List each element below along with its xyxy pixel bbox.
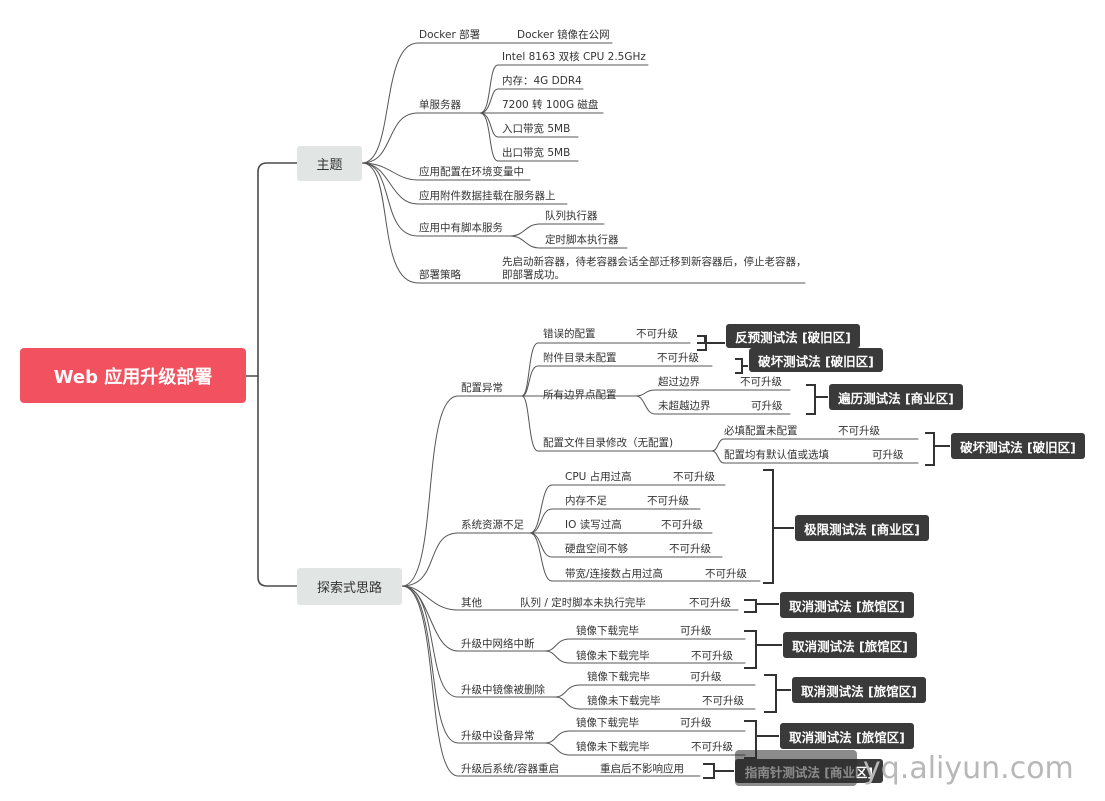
- node-disk: 7200 转 100G 磁盘: [502, 99, 599, 111]
- branch-explore-label: 探索式思路: [316, 581, 382, 596]
- node-inbound: 入口带宽 5MB: [502, 123, 571, 135]
- result-wrong-config: 不可升级: [636, 328, 678, 340]
- node-outbound: 出口带宽 5MB: [502, 147, 571, 159]
- result-image-done-1: 可升级: [680, 625, 712, 637]
- result-queue-unfinished: 不可升级: [689, 597, 731, 609]
- node-image-not-done-3: 镜像未下载完毕: [576, 741, 650, 753]
- root-label: Web 应用升级部署: [53, 366, 213, 388]
- tag-method-7[interactable]: 取消测试法 [旅馆区]: [783, 632, 917, 658]
- node-single-server: 单服务器: [419, 99, 461, 111]
- branch-explore[interactable]: 探索式思路: [297, 568, 402, 605]
- node-image-not-done-1: 镜像未下载完毕: [576, 650, 650, 662]
- result-image-not-done-3: 不可升级: [691, 741, 733, 753]
- tag-method-4[interactable]: 破坏测试法 [破旧区]: [951, 433, 1085, 459]
- node-device-error: 升级中设备异常: [461, 730, 535, 742]
- node-attach-dir: 附件目录未配置: [543, 352, 617, 364]
- node-mem-low: 内存不足: [565, 495, 607, 507]
- watermark: yq.aliyun.com: [735, 748, 1074, 788]
- node-env-config: 应用配置在环境变量中: [419, 166, 524, 178]
- node-required-missing: 必填配置未配置: [724, 425, 798, 437]
- node-disk-low: 硬盘空间不够: [565, 543, 628, 555]
- branch-topic[interactable]: 主题: [297, 146, 362, 181]
- result-disk-low: 不可升级: [669, 543, 711, 555]
- result-image-done-3: 可升级: [680, 717, 712, 729]
- tag-method-3[interactable]: 遍历测试法 [商业区]: [829, 384, 963, 410]
- result-mem-low: 不可升级: [647, 495, 689, 507]
- tag-method-2[interactable]: 破坏测试法 [破旧区]: [749, 348, 883, 372]
- watermark-logo-icon: [735, 750, 857, 786]
- tag-method-9[interactable]: 取消测试法 [旅馆区]: [780, 723, 914, 749]
- node-deploy-strategy: 部署策略: [419, 269, 461, 281]
- node-bandwidth: 带宽/连接数占用过高: [565, 568, 664, 580]
- node-config-error: 配置异常: [461, 382, 503, 394]
- node-config-file: 配置文件目录修改（无配置): [543, 437, 674, 449]
- result-over-boundary: 不可升级: [740, 376, 782, 388]
- node-boundary: 所有边界点配置: [543, 389, 617, 401]
- node-cron-executor: 定时脚本执行器: [545, 234, 619, 246]
- result-attach-dir: 不可升级: [657, 352, 699, 364]
- node-image-done-2: 镜像下载完毕: [587, 671, 650, 683]
- result-defaults-ok: 可升级: [872, 449, 904, 461]
- node-cpu-high: CPU 占用过高: [565, 471, 632, 483]
- tag-method-6[interactable]: 取消测试法 [旅馆区]: [780, 592, 914, 618]
- node-script-service: 应用中有脚本服务: [419, 222, 503, 234]
- node-docker-deploy: Docker 部署: [419, 29, 481, 41]
- node-memory: 内存：4G DDR4: [502, 75, 582, 87]
- node-image-deleted: 升级中镜像被删除: [461, 684, 545, 696]
- node-docker-image: Docker 镜像在公网: [517, 29, 610, 41]
- root-node[interactable]: Web 应用升级部署: [20, 348, 246, 403]
- node-io-high: IO 读写过高: [565, 519, 622, 531]
- node-other: 其他: [461, 597, 482, 609]
- node-image-done-1: 镜像下载完毕: [576, 625, 639, 637]
- result-image-not-done-2: 不可升级: [702, 695, 744, 707]
- result-io-high: 不可升级: [661, 519, 703, 531]
- branch-topic-label: 主题: [316, 158, 343, 173]
- node-cpu: Intel 8163 双核 CPU 2.5GHz: [502, 51, 646, 63]
- node-wrong-config: 错误的配置: [543, 328, 596, 340]
- result-image-done-2: 可升级: [690, 671, 722, 683]
- node-restart: 升级后系统/容器重启: [461, 763, 560, 775]
- node-image-not-done-2: 镜像未下载完毕: [587, 695, 661, 707]
- node-over-boundary: 超过边界: [658, 376, 700, 388]
- node-queue-executor: 队列执行器: [545, 210, 598, 222]
- result-cpu-high: 不可升级: [673, 471, 715, 483]
- node-queue-unfinished: 队列 / 定时脚本未执行完毕: [520, 597, 646, 609]
- node-resources: 系统资源不足: [461, 519, 524, 531]
- node-within-boundary: 未超越边界: [658, 400, 711, 412]
- watermark-text: yq.aliyun.com: [863, 750, 1074, 786]
- tag-method-8[interactable]: 取消测试法 [旅馆区]: [792, 677, 926, 703]
- node-image-done-3: 镜像下载完毕: [576, 717, 639, 729]
- result-within-boundary: 可升级: [751, 400, 783, 412]
- result-bandwidth: 不可升级: [705, 568, 747, 580]
- tag-method-1[interactable]: 反预测试法 [破旧区]: [726, 324, 860, 348]
- node-strategy-text: 先启动新容器，待老容器会话全部迁移到新容器后，停止老容器，即部署成功。: [502, 256, 807, 281]
- node-defaults-ok: 配置均有默认值或选填: [724, 449, 829, 461]
- tag-method-5[interactable]: 极限测试法 [商业区]: [795, 515, 929, 541]
- node-network-break: 升级中网络中断: [461, 638, 535, 650]
- result-image-not-done-1: 不可升级: [691, 650, 733, 662]
- node-attachment: 应用附件数据挂载在服务器上: [419, 190, 556, 202]
- result-required-missing: 不可升级: [838, 425, 880, 437]
- result-restart: 重启后不影响应用: [600, 763, 684, 775]
